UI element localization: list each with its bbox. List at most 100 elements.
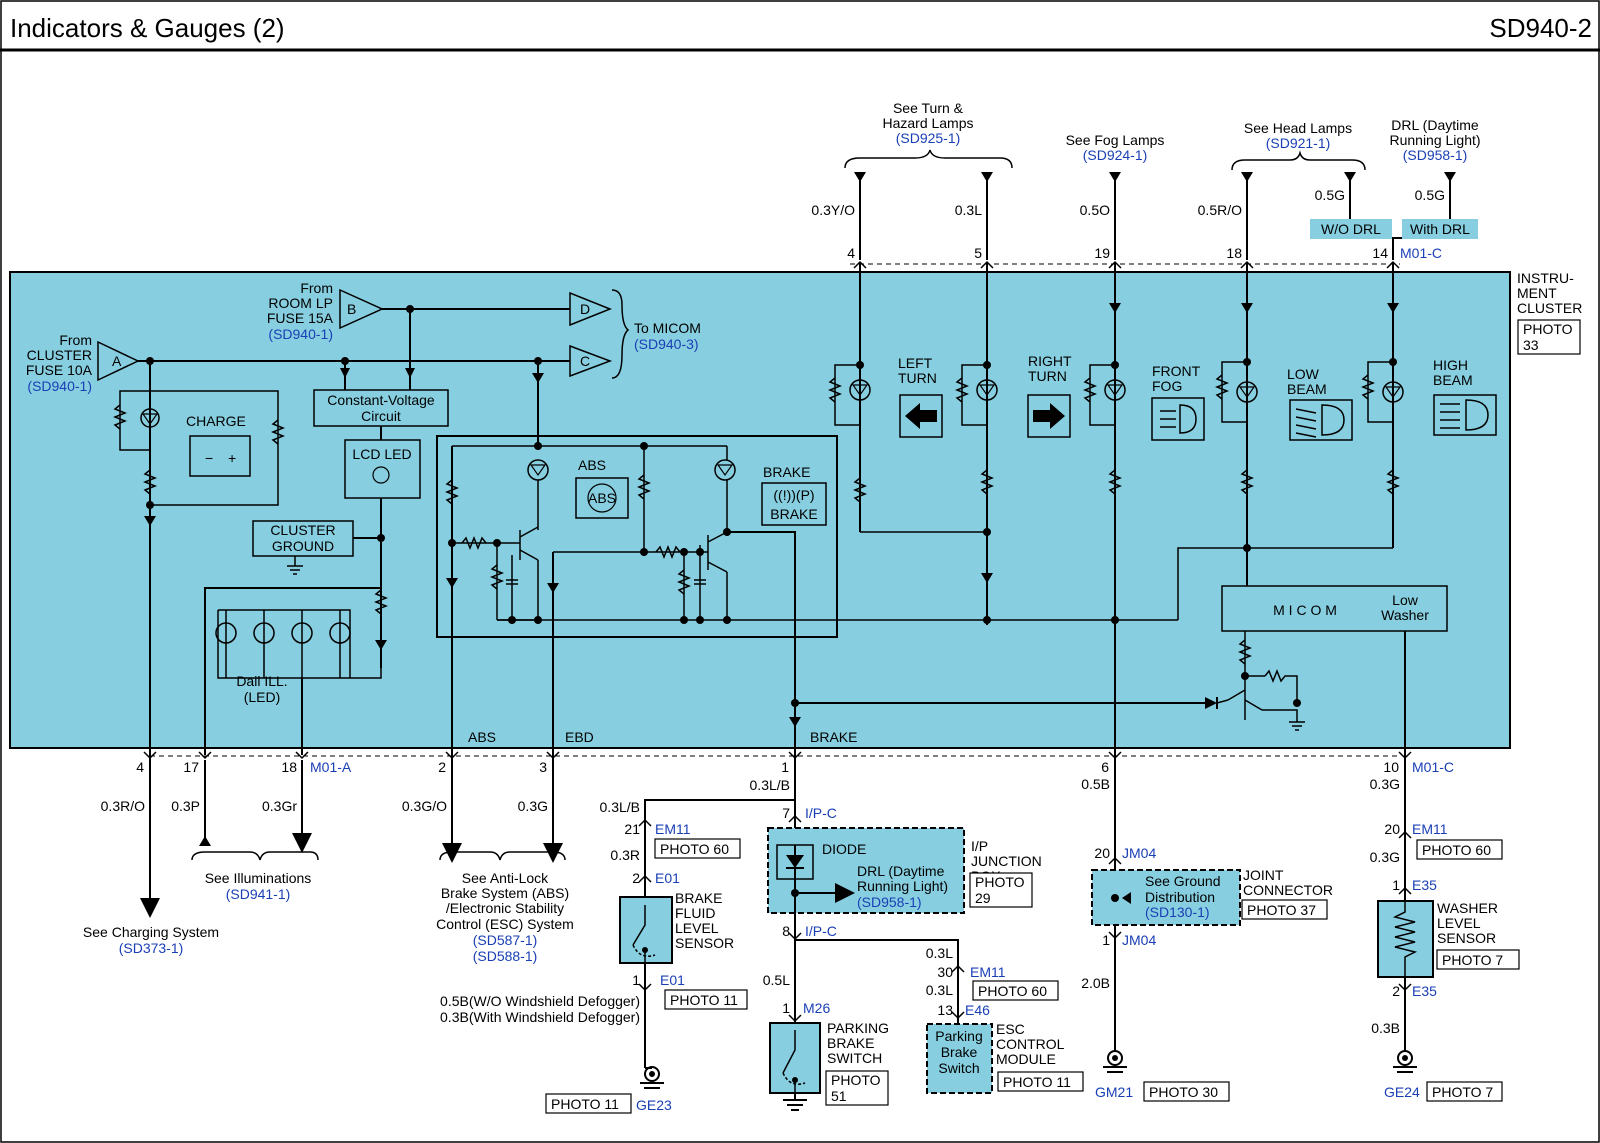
pin-bot-2: 2: [438, 759, 446, 775]
high-beam-l2: BEAM: [1433, 372, 1473, 388]
connector-bot-m01a: M01-A: [310, 759, 352, 775]
pin-top-19: 19: [1094, 245, 1110, 261]
em11-b-photo: PHOTO 60: [978, 983, 1047, 999]
esc-switch-box: [926, 1023, 993, 1094]
micom-c-letter: C: [580, 353, 590, 369]
e01-photo-box: [664, 989, 748, 1010]
fuse-b-l2: ROOM LP: [268, 295, 333, 311]
jm04-bot-pin: 1: [1102, 932, 1110, 948]
abs-ref-code1: (SD587-1): [473, 932, 538, 948]
pbs-l3: SWITCH: [827, 1050, 882, 1066]
ip-jb-box: [767, 827, 965, 914]
gm21-ground-icon: [1107, 1050, 1123, 1066]
pin-bot-1: 1: [781, 759, 789, 775]
fog-lamp-icon: [1179, 404, 1197, 434]
fuse-b-l3: FUSE 15A: [267, 310, 334, 326]
w-03b: 0.3B: [1371, 1020, 1400, 1036]
abs-ref-l3: /Electronic Stability: [446, 900, 564, 916]
high-beam-l1: HIGH: [1433, 357, 1468, 373]
low-beam-icon: [1321, 404, 1345, 436]
joint-l2: CONNECTOR: [1243, 882, 1333, 898]
e01-top-pin: 2: [632, 870, 640, 886]
turn-brace: [844, 149, 1013, 169]
front-fog-l2: FOG: [1152, 378, 1182, 394]
micom-d-letter: D: [580, 301, 590, 317]
washer-sensor-resistor: [1392, 901, 1418, 977]
lcd-led-box: [344, 439, 421, 499]
ground-dist-l1: See Ground: [1145, 873, 1221, 889]
wo-drl-tag: [1310, 219, 1392, 239]
bfl-l2: FLUID: [675, 905, 715, 921]
to-micom-ref: (SD940-3): [634, 336, 699, 352]
connector-chevrons: [143, 260, 1412, 1023]
left-turn-l1: LEFT: [898, 355, 933, 371]
micom-label: M I C O M: [1273, 602, 1337, 618]
joint-photo-box: [1241, 899, 1328, 920]
pbs-l1: PARKING: [827, 1020, 889, 1036]
ip-jb-photo1: PHOTO: [975, 874, 1025, 890]
svg-text:+: +: [228, 450, 236, 466]
ge23-conn: GE23: [636, 1097, 672, 1113]
ground-dist-ref: (SD130-1): [1145, 904, 1210, 920]
ground-dist-l2: Distribution: [1145, 889, 1215, 905]
em11-c-photo: PHOTO 60: [1422, 842, 1491, 858]
top-wires: 0.3Y/O 0.3L 0.5O 0.5R/O 0.5G 0.5G W/O DR…: [811, 172, 1478, 261]
connector-top-m01c: M01-C: [1400, 245, 1442, 261]
e01-bot-pin: 1: [632, 972, 640, 988]
brake-fluid-sensor-box: [619, 896, 673, 964]
esc-mod-l2: CONTROL: [996, 1036, 1065, 1052]
pbs-photo2: 51: [831, 1088, 847, 1104]
em11-b-photo-box: [972, 980, 1059, 1001]
brake-wire-top: 0.3L/B: [750, 777, 790, 793]
esc-sw-l2: Brake: [941, 1044, 978, 1060]
pbs-photo1: PHOTO: [831, 1072, 881, 1088]
fuse-a-ref: (SD940-1): [27, 378, 92, 394]
constant-voltage-circuit: Constant-Voltage Circuit LCD LED CLUSTER…: [252, 309, 449, 668]
abs-ref-l1: See Anti-Lock: [462, 870, 549, 886]
right-turn-l2: TURN: [1028, 368, 1067, 384]
abs-ref-l2: Brake System (ABS): [441, 885, 569, 901]
wire-label-bot-17: 0.3P: [171, 798, 200, 814]
right-arrow-icon: [1033, 403, 1065, 429]
with-drl-tag: [1402, 219, 1478, 239]
pin-bot-18: 18: [281, 759, 297, 775]
ip-junction-box: 7 I/P-C DIODE DRL (Daytime Running Light…: [767, 800, 1042, 1025]
lcd-led-label: LCD LED: [352, 446, 411, 462]
diode-label: DIODE: [822, 841, 866, 857]
dail-label-l1: Dail ILL.: [236, 673, 287, 689]
washer-level-circuit: 0.3G 20 EM11 PHOTO 60 0.3G 1 E35 WASHER …: [1370, 776, 1520, 1102]
drl-box-l1: DRL (Daytime: [857, 863, 945, 879]
washer-photo: PHOTO 7: [1442, 952, 1503, 968]
low-beam-icon-box: [1289, 399, 1353, 441]
washer-l2: LEVEL: [1437, 915, 1481, 931]
e01-photo: PHOTO 11: [670, 992, 738, 1008]
fuse-a-l2: CLUSTER: [27, 347, 92, 363]
abs-ref-l4: Control (ESC) System: [436, 916, 574, 932]
low-beam-l2: BEAM: [1287, 381, 1327, 397]
em11-a-photo: PHOTO 60: [660, 841, 729, 857]
ipc-top-pin: 7: [782, 805, 790, 821]
pin-top-14: 14: [1372, 245, 1388, 261]
parking-brake-switch: 0.5L 1 M26 PARKING BRAKE SWITCH PHOTO 51: [763, 972, 889, 1111]
cluster-label-l2: MENT: [1517, 285, 1557, 301]
cluster-photo-l2: 33: [1523, 337, 1539, 353]
jm04-top-pin: 20: [1094, 845, 1110, 861]
abs-icon: ABS: [588, 490, 616, 506]
ge24-photo-box: [1426, 1081, 1503, 1102]
pin-bot-6: 6: [1101, 759, 1109, 775]
pin-bot-4: 4: [136, 759, 144, 775]
wire-label-top-5: 0.3L: [955, 202, 982, 218]
gm21-photo: PHOTO 30: [1149, 1084, 1218, 1100]
drl-box-ref: (SD958-1): [857, 894, 922, 910]
em11-a-pin: 21: [624, 821, 640, 837]
e35-bot-pin: 2: [1392, 983, 1400, 999]
m26-conn: M26: [803, 1000, 830, 1016]
constant-voltage-l1: Constant-Voltage: [327, 392, 435, 408]
em11-c-pin: 20: [1384, 821, 1400, 837]
drl-ref-line1: DRL (Daytime: [1391, 117, 1479, 133]
illum-ref-code: (SD941-1): [226, 886, 291, 902]
constant-voltage-box: [313, 389, 449, 427]
em11-b-pin: 30: [937, 964, 953, 980]
cluster-photo-l1: PHOTO: [1523, 321, 1573, 337]
joint-connector-circuit: 0.5B 20 JM04 See Ground Distribution (SD…: [1081, 776, 1333, 1102]
